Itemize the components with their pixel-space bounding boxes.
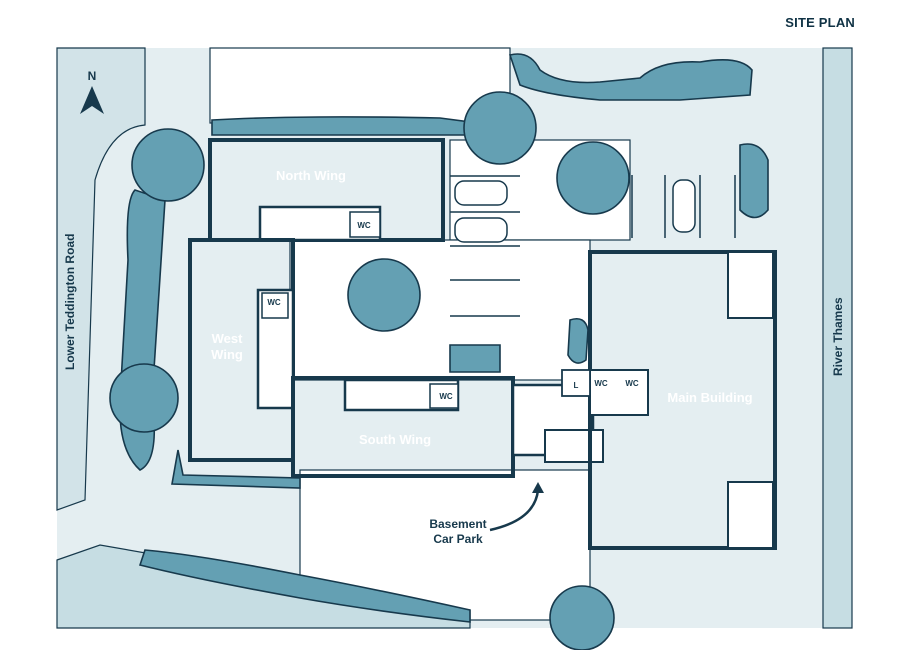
- wc-south-label: WC: [439, 392, 453, 401]
- arrow-head-icon: [532, 482, 544, 493]
- west-wing-building[interactable]: [188, 238, 295, 462]
- south-wing-building[interactable]: [291, 376, 515, 478]
- parking-bays: [450, 175, 736, 317]
- north-label: N: [88, 69, 97, 83]
- tree: [463, 91, 537, 165]
- west-wing-label-line2: Wing: [211, 347, 243, 362]
- wc-main-2-label: WC: [625, 379, 639, 388]
- tree: [347, 258, 421, 332]
- car-icon: [454, 180, 508, 206]
- main-building-label: Main Building: [667, 390, 752, 405]
- river-thames-label: River Thames: [831, 297, 845, 376]
- south-wing-label: South Wing: [359, 432, 431, 447]
- north-wing-building[interactable]: [208, 138, 445, 242]
- car-park-label-line1: Basement: [429, 517, 486, 531]
- tree: [131, 128, 205, 202]
- car-icon: [454, 217, 508, 243]
- lower-teddington-road-label: Lower Teddington Road: [63, 234, 77, 370]
- west-wing-label-line1: West: [212, 331, 243, 346]
- car-park-arrow-icon: [489, 489, 540, 532]
- link-corridor: [511, 383, 604, 463]
- wc-west-label: WC: [267, 298, 281, 307]
- north-wing-label: North Wing: [276, 168, 346, 183]
- wc-north-label: WC: [357, 221, 371, 230]
- trees: [109, 91, 630, 650]
- grid-area: [727, 251, 774, 319]
- north-arrow-icon: [80, 86, 104, 114]
- wc-main-1-label: WC: [594, 379, 608, 388]
- lift-label: L: [574, 381, 579, 390]
- page-title: SITE PLAN: [785, 15, 855, 30]
- main-building[interactable]: [561, 250, 777, 550]
- car-icon: [672, 179, 696, 233]
- grid-area: [727, 481, 774, 549]
- tree: [109, 363, 179, 433]
- tree: [556, 141, 630, 215]
- car-park-label-line2: Car Park: [433, 532, 483, 546]
- tree: [549, 585, 615, 650]
